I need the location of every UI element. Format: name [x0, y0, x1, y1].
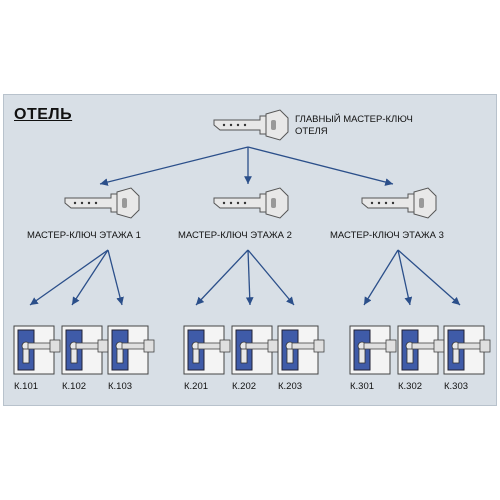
- room-lock-icon: [231, 325, 279, 375]
- room-lock-icon: [61, 325, 109, 375]
- room-label: К.102: [61, 381, 87, 392]
- room-lock-icon: [349, 325, 397, 375]
- room-label: К.301: [349, 381, 375, 392]
- room-label: К.103: [107, 381, 133, 392]
- room-label: К.101: [13, 381, 39, 392]
- floor-3-key-caption: МАСТЕР-КЛЮЧ ЭТАЖА 3: [330, 230, 444, 241]
- floor-to-room-arrows: [29, 249, 461, 306]
- floor-2-master-key-icon: [213, 187, 289, 219]
- main-to-floor-arrows: [99, 146, 394, 186]
- main-key-caption-line2: ОТЕЛЯ: [295, 126, 328, 137]
- floor-2-key-caption: МАСТЕР-КЛЮЧ ЭТАЖА 2: [178, 230, 292, 241]
- floor-3-master-key-icon: [361, 187, 437, 219]
- floor-1-master-key-icon: [64, 187, 140, 219]
- room-lock-icon: [443, 325, 491, 375]
- main-key-caption: ГЛАВНЫЙ МАСТЕР-КЛЮЧ ОТЕЛЯ: [295, 114, 413, 138]
- room-label: К.303: [443, 381, 469, 392]
- room-label: К.302: [397, 381, 423, 392]
- room-lock-icon: [107, 325, 155, 375]
- room-label: К.203: [277, 381, 303, 392]
- room-lock-icon: [277, 325, 325, 375]
- main-master-key-icon: [213, 109, 289, 141]
- main-key-caption-line1: ГЛАВНЫЙ МАСТЕР-КЛЮЧ: [295, 114, 413, 125]
- room-label: К.201: [183, 381, 209, 392]
- room-label: К.202: [231, 381, 257, 392]
- floor-1-key-caption: МАСТЕР-КЛЮЧ ЭТАЖА 1: [27, 230, 141, 241]
- room-lock-icon: [13, 325, 61, 375]
- room-lock-icon: [183, 325, 231, 375]
- hotel-title: ОТЕЛЬ: [14, 106, 73, 123]
- room-lock-icon: [397, 325, 445, 375]
